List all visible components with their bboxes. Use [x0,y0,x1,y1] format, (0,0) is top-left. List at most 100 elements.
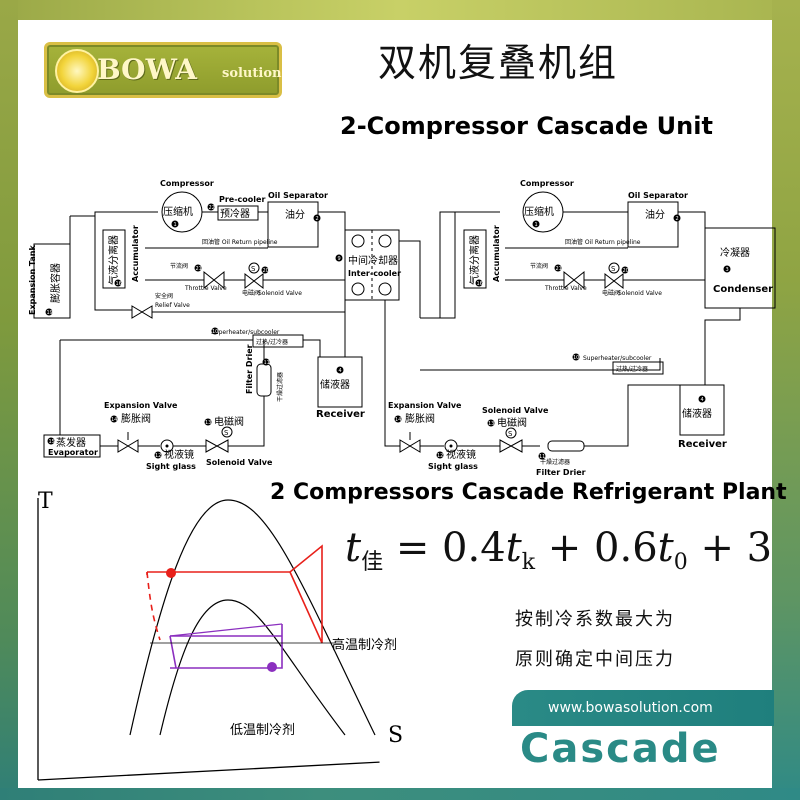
expansion-tank-no: 19 [47,310,53,316]
left-sight-glass-no: 12 [155,453,161,459]
formula-rhs: = 0.4 [395,525,506,571]
relief-zh: 安全阀 [155,292,173,300]
formula-t: t [345,525,362,571]
right-expansion-valve-label: Expansion Valve [388,401,462,410]
formula-mid: + 0.6 [547,525,658,571]
evaporator-zh: 蒸发器 [56,436,86,449]
left-filter-label: Filter Drier [245,344,254,394]
right-throttle-zh: 节流阀 [530,262,548,270]
intercooler-label: Inter-cooler [348,269,401,278]
left-oil-sep-no: 2 [316,216,319,222]
frame-right [772,0,800,800]
left-accumulator-label: Accumulator [131,225,140,282]
left-precooler-zh: 预冷器 [220,207,250,220]
left-sight-glass-zh: 视液镜 [164,448,194,461]
right-oil-sep-no: 2 [676,216,679,222]
right-oil-sep-zh: 油分 [645,208,665,221]
title-en: 2-Compressor Cascade Unit [340,112,713,140]
formula-t0: t [657,525,674,571]
right-compressor-no: 1 [535,222,538,228]
left-compressor-label: Compressor [160,179,214,188]
right-solenoid2-no: 13 [488,421,494,427]
right-superheater-label: Superheater/subcooler [583,355,652,362]
left-receiver-no: 4 [339,368,342,374]
right-oil-return: 回油管 Oil Return pipeline [565,238,641,246]
condenser-zh: 冷凝器 [720,246,750,259]
optimal-temperature-formula: t佳 = 0.4tk + 0.6t0 + 3 [345,525,772,576]
logo-emblem-icon [55,49,99,93]
formula-t-sub: 佳 [361,550,384,575]
evaporator-no: 15 [49,439,55,445]
right-solenoid-label: Solenoid Valve [618,290,662,297]
website-bar [512,690,774,726]
left-throttle-label: Throttle Valve [184,285,227,292]
right-superheater-zh: 过热/过冷器 [616,365,648,373]
left-oil-sep-label: Oil Separator [268,191,328,200]
axis-t-label: T [38,489,53,514]
left-compressor-zh: 压缩机 [163,205,193,218]
right-receiver-zh: 储液器 [682,407,712,420]
left-superheater-label: Superheater/subcooler [211,329,280,336]
left-sight-glass-label: Sight glass [146,462,196,471]
svg-text:S: S [611,265,616,273]
right-oil-sep-label: Oil Separator [628,191,688,200]
plant-title: 2 Compressors Cascade Refrigerant Plant [270,480,787,505]
left-expansion-valve-label: Expansion Valve [104,401,178,410]
right-accumulator-no: 16 [477,281,483,287]
left-accumulator-no: 16 [116,281,122,287]
left-receiver-zh: 储液器 [320,378,350,391]
right-throttle-label: Throttle Valve [544,285,587,292]
left-solenoid2-label: Solenoid Valve [206,458,273,467]
left-superheater-no: 10 [212,329,218,335]
right-accumulator-label: Accumulator [492,225,501,282]
formula-zero-sub: 0 [673,550,688,575]
right-compressor-label: Compressor [520,179,574,188]
left-precooler-no: 22 [209,205,215,211]
right-solenoid-zh: 电磁阀 [602,289,620,297]
left-expansion-valve-zh: 膨胀阀 [121,412,151,425]
right-accumulator-zh: 气液分离器 [468,235,481,285]
bowa-logo: BOWA solution [44,42,282,98]
left-oil-sep-zh: 油分 [285,208,305,221]
right-receiver-no: 4 [701,397,704,403]
left-solenoid-zh: 电磁阀 [242,289,260,297]
left-oil-return: 回油管 Oil Return pipeline [202,238,278,246]
logo-name: BOWA [97,53,197,86]
website-link[interactable]: www.bowasolution.com [548,700,713,716]
condenser-label: Condenser [713,284,773,295]
expansion-tank-label: Expansion Tank [28,245,37,315]
right-filter-label: Filter Drier [536,468,586,477]
left-solenoid2-zh: 电磁阀 [214,415,244,428]
left-filter-no: 11 [264,360,270,366]
left-compressor-no: 1 [174,222,177,228]
title-zh: 双机复叠机组 [378,41,619,85]
intercooler-zh: 中间冷却器 [348,254,398,267]
right-solenoid2-zh: 电磁阀 [497,416,527,429]
formula-note-line2: 原则确定中间压力 [515,649,675,670]
left-superheater-zh: 过热/过冷器 [256,338,288,346]
right-solenoid2-label: Solenoid Valve [482,406,549,415]
left-solenoid2-no: 13 [205,420,211,426]
logo-sub: solution [222,66,282,81]
cascade-tag: Cascade [520,726,721,772]
svg-text:S: S [224,429,229,437]
low-temp-label: 低温制冷剂 [230,723,295,738]
right-filter-zh: 干燥过滤器 [540,458,570,466]
condenser-no: 3 [726,267,729,273]
axis-s-label: S [388,723,403,748]
left-receiver-label: Receiver [316,409,365,420]
left-expansion-valve-no: 14 [111,417,117,423]
right-superheater-no: 10 [573,355,579,361]
frame-left [0,0,18,800]
right-sight-glass-no: 12 [437,453,443,459]
right-solenoid-no: 20 [623,268,629,274]
right-filter-no: 11 [539,454,545,460]
ts-diagram [37,498,380,781]
right-throttle-no: 21 [556,266,562,272]
high-temp-label: 高温制冷剂 [332,637,397,653]
frame-top [0,0,800,20]
right-expansion-valve-no: 14 [395,417,401,423]
frame-bottom [0,788,800,800]
left-throttle-no: 21 [196,266,202,272]
